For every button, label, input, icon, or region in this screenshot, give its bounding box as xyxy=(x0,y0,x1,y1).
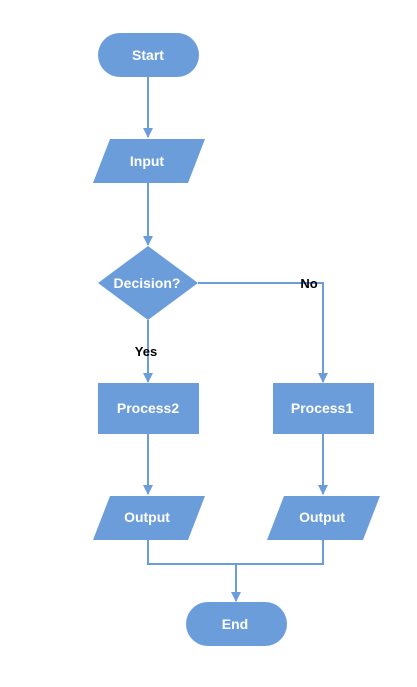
end-terminator-shape xyxy=(186,602,287,646)
connectors xyxy=(143,77,328,602)
decision-label: Decision? xyxy=(114,275,181,291)
edge-label-no: No xyxy=(300,276,317,291)
node-input: Input xyxy=(93,139,205,183)
node-end: End xyxy=(186,602,287,646)
process1-rectangle-shape xyxy=(273,383,374,434)
node-start: Start xyxy=(98,33,199,77)
output-right-label: Output xyxy=(299,509,345,525)
input-parallelogram-shape xyxy=(93,139,205,183)
input-label: Input xyxy=(130,153,165,169)
start-terminator-shape xyxy=(98,33,199,77)
edge-label-yes: Yes xyxy=(135,344,157,359)
output-right-parallelogram-shape xyxy=(267,496,380,540)
process2-rectangle-shape xyxy=(98,383,199,434)
node-output-right: Output xyxy=(267,496,380,540)
node-decision: Decision? xyxy=(98,246,198,320)
node-output-left: Output xyxy=(93,496,205,540)
connector-decision-to-process1 xyxy=(198,282,328,383)
process1-label: Process1 xyxy=(291,400,353,416)
decision-diamond-shape xyxy=(98,246,198,320)
connector-outputs-merge xyxy=(147,540,324,565)
process2-label: Process2 xyxy=(117,400,179,416)
output-left-parallelogram-shape xyxy=(93,496,205,540)
node-process1: Process1 xyxy=(273,383,374,434)
end-label: End xyxy=(222,616,248,632)
start-label: Start xyxy=(132,47,164,63)
output-left-label: Output xyxy=(124,509,170,525)
node-process2: Process2 xyxy=(98,383,199,434)
